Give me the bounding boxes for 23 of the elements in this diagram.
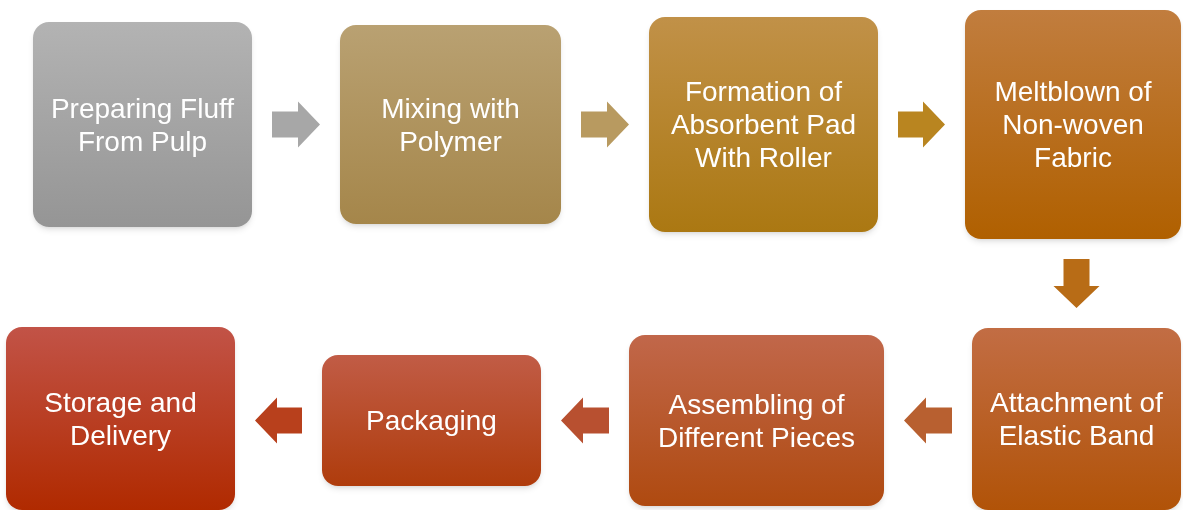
block-arrow xyxy=(1053,259,1100,308)
step-label: Assembling of Different Pieces xyxy=(656,387,857,454)
block-arrow xyxy=(272,101,320,148)
process-box xyxy=(322,355,541,486)
process-box xyxy=(649,17,878,232)
block-arrow xyxy=(581,101,629,148)
process-box xyxy=(965,10,1181,239)
process-box xyxy=(629,335,884,506)
process-box xyxy=(6,327,235,510)
step-label: Packaging xyxy=(366,404,497,437)
step-label: Attachment of Elastic Band xyxy=(989,386,1164,452)
step-label: Formation of Absorbent Pad With Roller xyxy=(669,75,858,174)
block-arrow xyxy=(898,101,945,148)
step-label: Storage and Delivery xyxy=(43,385,198,452)
block-arrow xyxy=(904,397,952,444)
step-label: Preparing Fluff From Pulp xyxy=(49,91,236,158)
block-arrow xyxy=(255,397,302,444)
block-arrow xyxy=(561,397,609,444)
process-box xyxy=(340,25,561,224)
step-label: Meltblown of Non-woven Fabric xyxy=(993,75,1153,174)
process-box xyxy=(972,328,1181,510)
process-box xyxy=(33,22,252,227)
step-label: Mixing with Polymer xyxy=(380,91,521,158)
